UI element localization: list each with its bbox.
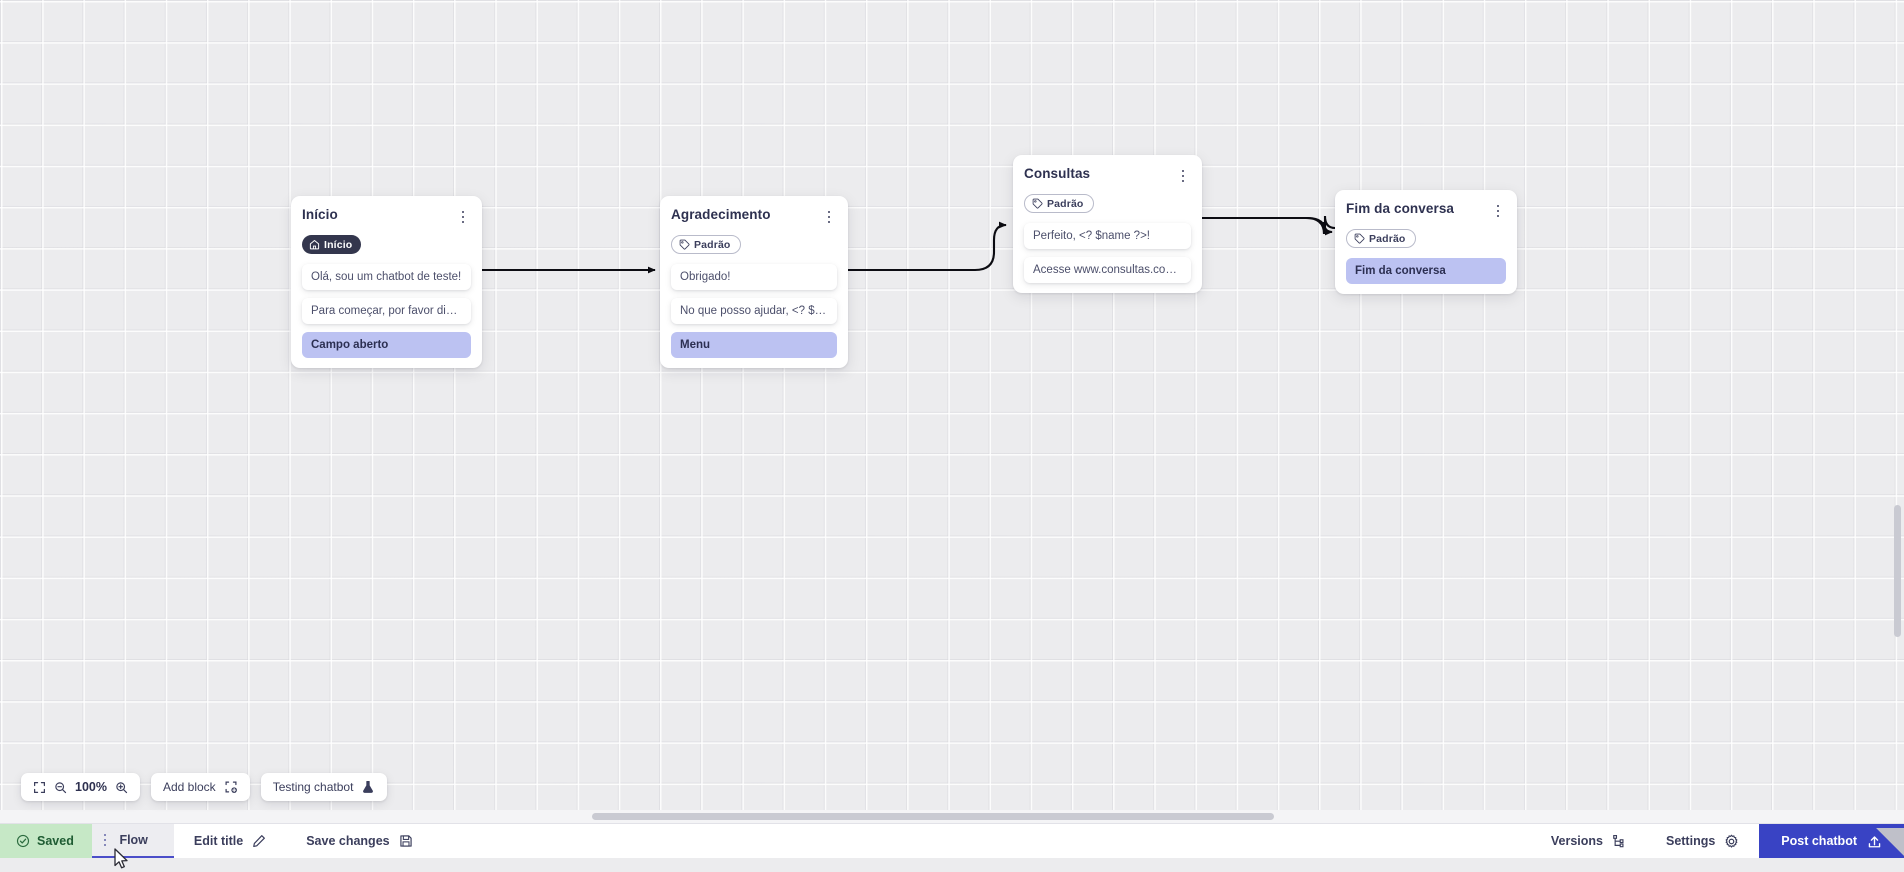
node-header: Fim da conversa (1346, 201, 1506, 220)
badge-label: Padrão (1047, 198, 1084, 210)
horizontal-scrollbar[interactable] (0, 810, 1904, 823)
node-message[interactable]: Acesse www.consultas.com par... (1024, 257, 1191, 283)
node-message[interactable]: Obrigado! (671, 264, 837, 290)
node-message-accent[interactable]: Menu (671, 332, 837, 358)
tab-flow-label: Flow (119, 833, 147, 847)
node-menu-icon[interactable] (1490, 202, 1506, 220)
edge-agradecimento-consultas (848, 225, 1006, 270)
floppy-icon (399, 834, 413, 848)
branch-icon (1612, 834, 1626, 848)
flow-connectors (0, 0, 1904, 823)
flow-node-inicio[interactable]: Início Início Olá, sou um chatbot de tes… (291, 196, 482, 368)
tag-icon (1354, 233, 1365, 244)
saved-status-badge: Saved (0, 824, 92, 858)
zoom-level-label: 100% (75, 780, 107, 794)
saved-label: Saved (37, 834, 74, 848)
window-resize-grip[interactable] (1874, 828, 1904, 858)
home-icon (309, 239, 320, 250)
add-block-label: Add block (163, 780, 216, 794)
versions-button[interactable]: Versions (1531, 824, 1646, 858)
edge-consultas-fim (1202, 216, 1335, 232)
badge-label: Início (324, 239, 352, 251)
pencil-icon (252, 834, 266, 848)
fit-screen-icon[interactable] (33, 781, 46, 794)
settings-button[interactable]: Settings (1646, 824, 1759, 858)
badge-inicio[interactable]: Início (302, 235, 361, 254)
settings-label: Settings (1666, 834, 1715, 848)
node-header: Início (302, 207, 471, 226)
post-chatbot-label: Post chatbot (1781, 834, 1857, 848)
node-message[interactable]: Olá, sou um chatbot de teste! (302, 264, 471, 290)
check-circle-icon (16, 834, 30, 848)
flow-node-agradecimento[interactable]: Agradecimento Padrão Obrigado! No que po… (660, 196, 848, 368)
node-header: Agradecimento (671, 207, 837, 226)
vertical-scrollbar[interactable] (1892, 0, 1904, 810)
horizontal-scrollbar-thumb[interactable] (592, 813, 1274, 820)
node-badge-row: Padrão (1346, 229, 1506, 249)
node-message[interactable]: Perfeito, <? $name ?>! (1024, 223, 1191, 249)
badge-label: Padrão (1369, 233, 1406, 245)
status-bar: Saved Flow Edit title Save changes Versi… (0, 823, 1904, 858)
node-message-accent[interactable]: Campo aberto (302, 332, 471, 358)
edge-consultas-fim-tail (1202, 218, 1332, 234)
zoom-in-icon[interactable] (115, 781, 128, 794)
zoom-controls[interactable]: 100% (21, 773, 140, 801)
gear-icon (1724, 834, 1739, 849)
node-menu-icon[interactable] (821, 208, 837, 226)
versions-label: Versions (1551, 834, 1603, 848)
node-badge-row: Início (302, 235, 471, 255)
node-title: Consultas (1024, 166, 1090, 182)
node-message-accent[interactable]: Fim da conversa (1346, 258, 1506, 284)
drag-dots-icon[interactable] (104, 834, 107, 847)
node-title: Início (302, 207, 338, 223)
flow-node-consultas[interactable]: Consultas Padrão Perfeito, <? $name ?>! … (1013, 155, 1202, 293)
node-header: Consultas (1024, 166, 1191, 185)
tag-icon (1032, 198, 1043, 209)
flow-canvas[interactable]: Início Início Olá, sou um chatbot de tes… (0, 0, 1904, 823)
tab-flow[interactable]: Flow (92, 824, 174, 858)
node-title: Fim da conversa (1346, 201, 1454, 217)
node-title: Agradecimento (671, 207, 771, 223)
node-menu-icon[interactable] (1175, 167, 1191, 185)
badge-label: Padrão (694, 239, 731, 251)
edit-title-label: Edit title (194, 834, 243, 848)
flow-node-fim-da-conversa[interactable]: Fim da conversa Padrão Fim da conversa (1335, 190, 1517, 294)
flask-icon (361, 780, 375, 794)
node-message[interactable]: No que posso ajudar, <? $name ... (671, 298, 837, 324)
add-block-icon (224, 780, 238, 794)
statusbar-spacer (433, 824, 1531, 858)
tag-icon (679, 239, 690, 250)
vertical-scrollbar-thumb[interactable] (1894, 505, 1901, 637)
testing-chatbot-label: Testing chatbot (273, 780, 354, 794)
add-block-button[interactable]: Add block (151, 773, 250, 801)
node-message[interactable]: Para começar, por favor digite o ... (302, 298, 471, 324)
canvas-toolbar: 100% Add block Testing chatbot (21, 773, 387, 801)
testing-chatbot-button[interactable]: Testing chatbot (261, 773, 388, 801)
badge-padrao[interactable]: Padrão (671, 235, 741, 254)
node-menu-icon[interactable] (455, 208, 471, 226)
badge-padrao[interactable]: Padrão (1346, 229, 1416, 248)
badge-padrao[interactable]: Padrão (1024, 194, 1094, 213)
zoom-out-icon[interactable] (54, 781, 67, 794)
node-badge-row: Padrão (1024, 194, 1191, 214)
edit-title-button[interactable]: Edit title (174, 824, 286, 858)
save-changes-button[interactable]: Save changes (286, 824, 432, 858)
save-changes-label: Save changes (306, 834, 389, 848)
node-badge-row: Padrão (671, 235, 837, 255)
